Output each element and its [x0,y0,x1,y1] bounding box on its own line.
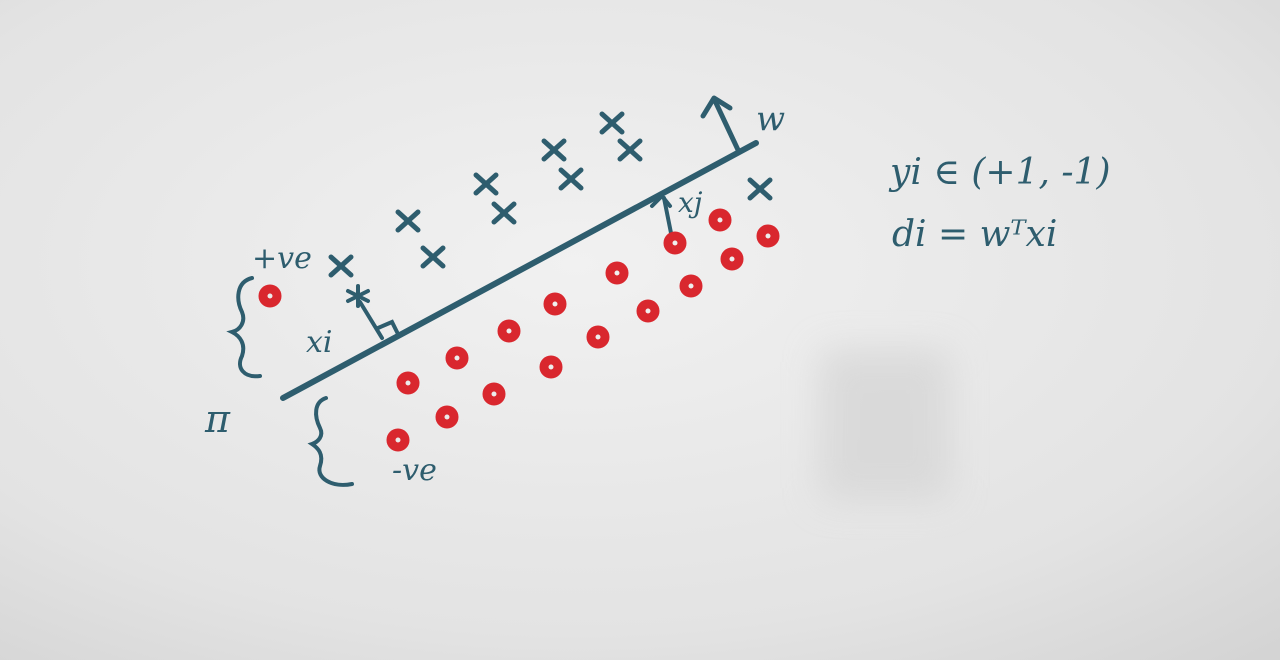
cross-icon [617,138,643,162]
star-icon [346,284,370,308]
circle-icon [258,284,282,308]
hyperplane-line [280,140,759,401]
cross-icon [328,254,354,278]
circle-icon [636,299,660,323]
plane-label: π [204,397,231,441]
cross-icon [395,209,421,233]
cross-icon [420,245,446,269]
normal-vector-label: w [756,99,785,139]
circle-icon [543,292,567,316]
cross-icon [541,138,567,162]
label-set-formula: yi ∈ (+1, -1) [890,152,1111,193]
point-xi-projection [346,284,400,340]
point-xj-label: xj [678,186,703,219]
distance-formula: di = wᵀxi [892,214,1058,255]
negative-class-markers [258,208,780,452]
circle-icon [708,208,732,232]
cross-icon [473,172,499,196]
circle-icon [605,261,629,285]
cross-icon [491,201,517,225]
circle-icon [756,224,780,248]
point-xi-label: xi [306,325,333,360]
negative-region-label: -ve [392,453,437,488]
positive-region-label: +ve [252,241,312,276]
negative-brace [307,396,354,487]
circle-icon [663,231,687,255]
circle-icon [586,325,610,349]
circle-icon [445,346,469,370]
cross-icon [558,167,584,191]
circle-icon [539,355,563,379]
circle-icon [720,247,744,271]
circle-icon [482,382,506,406]
positive-brace [226,276,262,379]
circle-icon [679,274,703,298]
circle-icon [386,428,410,452]
normal-vector-arrow [700,95,742,155]
circle-icon [497,319,521,343]
positive-class-markers [328,111,773,278]
cross-icon [747,177,773,201]
point-xj-projection [650,193,674,240]
paper-smudge [820,350,950,500]
circle-icon [435,405,459,429]
circle-icon [396,371,420,395]
cross-icon [599,111,625,135]
